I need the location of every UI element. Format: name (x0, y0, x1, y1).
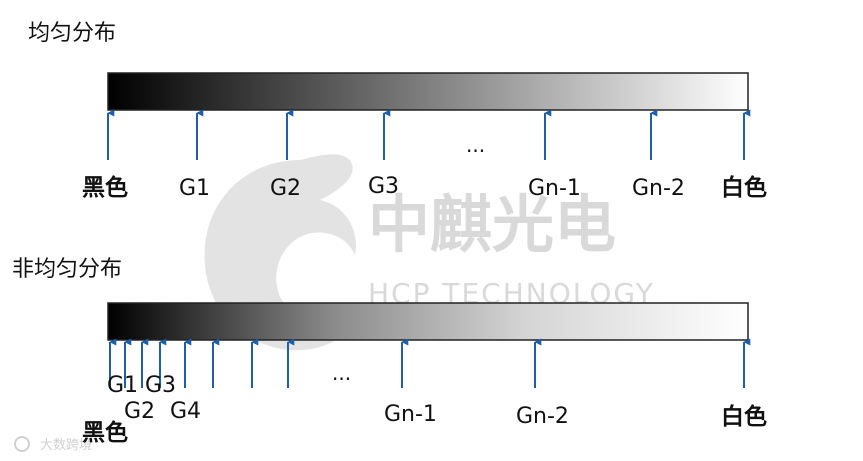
nonuniform-label-gn-2: Gn-2 (516, 404, 569, 429)
watermark-chinese: 中麒光电 (368, 188, 616, 261)
uniform-white-label: 白色 (721, 174, 767, 201)
dragon-logo-watermark (204, 154, 356, 351)
nonuniform-ellipsis: ... (332, 361, 351, 385)
nonuniform-label-g3: G3 (145, 373, 176, 398)
uniform-ellipsis: ... (466, 133, 485, 157)
uniform-label-gn-2: Gn-2 (632, 176, 685, 201)
nonuniform-white-label: 白色 (721, 403, 767, 430)
nonuniform-black-label: 黑色 (82, 419, 128, 446)
nonuniform-gradient-bar (107, 302, 749, 341)
uniform-label-g2: G2 (270, 176, 301, 201)
uniform-label-g3: G3 (368, 174, 399, 199)
nonuniform-label-gn-1: Gn-1 (384, 402, 437, 427)
nonuniform-label-g4: G4 (170, 399, 201, 424)
uniform-section: 均匀分布 黑色 G1 G2 G3 ... Gn-1 Gn-2 白色 (28, 21, 767, 201)
nonuniform-title: 非均匀分布 (12, 257, 122, 282)
watermark-corner-text: 大数跨境 (40, 438, 92, 453)
uniform-black-label: 黑色 (82, 174, 128, 201)
nonuniform-label-g2: G2 (124, 399, 155, 424)
nonuniform-label-g1: G1 (107, 373, 138, 398)
uniform-title: 均匀分布 (28, 21, 116, 46)
uniform-label-gn-1: Gn-1 (528, 176, 581, 201)
nonuniform-arrows (109, 338, 751, 388)
uniform-label-g1: G1 (179, 176, 210, 201)
corner-logo-icon (14, 436, 30, 452)
uniform-arrows (107, 109, 751, 160)
nonuniform-section: 非均匀分布 ... G1 G3 G2 G4 Gn-1 Gn-2 黑色 白色 (12, 257, 767, 446)
uniform-gradient-bar (107, 72, 749, 111)
